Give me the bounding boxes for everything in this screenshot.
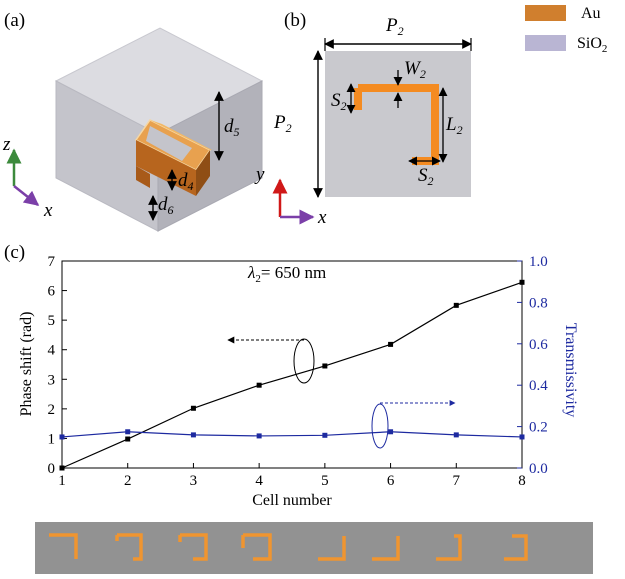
y-right-tick-label-0.8: 0.8 — [529, 295, 548, 311]
x-tick-label-2: 2 — [124, 473, 132, 489]
transmissivity-ellipse — [371, 403, 389, 449]
series-left-point-5 — [322, 363, 328, 369]
y-right-axis-title: Transmissivity — [562, 323, 579, 418]
panel-a: (a) d5 d4 d6 z x — [2, 10, 264, 232]
y-left-tick-label-5: 5 — [48, 313, 56, 329]
series-right-point-6 — [388, 429, 394, 435]
series-right-point-4 — [256, 433, 262, 439]
p2-top-label: P2 — [385, 15, 404, 38]
y-right-tick-label-0.4: 0.4 — [529, 378, 548, 394]
series-right-line — [61, 431, 523, 438]
cell-3-resonator — [178, 533, 208, 561]
legend-swatch-sio2 — [525, 35, 566, 51]
series-right-point-7 — [453, 432, 459, 438]
series-right-point-3 — [190, 432, 196, 438]
y-left-tick-label-1: 1 — [48, 431, 56, 447]
x-axis-arrow — [13, 185, 40, 206]
x-axis-label: x — [43, 200, 53, 221]
y-left-tick-label-0: 0 — [48, 461, 56, 477]
y-left-tick-label-7: 7 — [48, 254, 56, 270]
panel-c-label: (c) — [4, 242, 25, 263]
panel-b: (b) P2 P2 W2 S2 L2 S2 y x — [254, 10, 472, 228]
x-tick-label-7: 7 — [453, 473, 461, 489]
panel-b-label: (b) — [284, 10, 306, 31]
series-right-point-2 — [125, 429, 131, 435]
series-left-point-1 — [59, 465, 65, 471]
resonator-strip — [35, 522, 593, 574]
y-left-tick-label-6: 6 — [48, 284, 56, 300]
phase-ellipse — [293, 338, 315, 384]
z-axis-label: z — [2, 134, 11, 155]
series-left-point-8 — [519, 279, 525, 285]
y-right-tick-label-0.6: 0.6 — [529, 337, 548, 353]
gold-resonator — [134, 119, 212, 196]
series-right-point-8 — [519, 434, 525, 440]
legend-label-au: Au — [581, 5, 601, 22]
strip-background — [35, 522, 593, 574]
x-tick-label-8: 8 — [518, 473, 526, 489]
x-axis-title: Cell number — [252, 492, 332, 509]
cell-5-resonator — [318, 536, 346, 561]
legend-label-sio2: SiO2 — [577, 35, 607, 55]
series-left-point-4 — [256, 382, 262, 388]
y-left-tick-label-3: 3 — [48, 372, 56, 388]
y-left-tick-label-2: 2 — [48, 402, 56, 418]
panel-a-label: (a) — [4, 10, 25, 31]
x-tick-label-4: 4 — [255, 473, 263, 489]
cell-6-resonator — [372, 536, 400, 561]
series-left-line — [61, 281, 523, 469]
plot-frame — [61, 260, 523, 469]
material-legend: Au SiO2 — [525, 5, 607, 55]
wavelength-annotation: λ2= 650 nm — [247, 263, 326, 285]
x-tick-label-1: 1 — [58, 473, 66, 489]
cell-8-resonator — [504, 534, 528, 561]
cell-7-resonator — [436, 534, 462, 561]
series-left-point-7 — [453, 302, 459, 308]
p2-left-label: P2 — [273, 112, 292, 135]
x-tick-label-6: 6 — [387, 473, 395, 489]
series-left-point-2 — [125, 436, 131, 442]
y-axis-label: y — [254, 164, 265, 185]
x-tick-label-3: 3 — [190, 473, 198, 489]
series-right-point-1 — [59, 434, 65, 440]
series-left-point-3 — [190, 405, 196, 411]
y-left-axis-title: Phase shift (rad) — [18, 312, 35, 417]
series-right-point-5 — [322, 432, 328, 438]
cell-1-resonator — [49, 533, 78, 559]
cell-4-resonator — [241, 533, 272, 561]
legend-swatch-au — [525, 5, 566, 21]
y-right-tick-label-0.0: 0.0 — [529, 461, 548, 477]
x-tick-label-5: 5 — [321, 473, 329, 489]
x-axis-label-b: x — [317, 207, 327, 228]
y-right-tick-label-1.0: 1.0 — [529, 254, 548, 270]
cell-2-resonator — [115, 533, 143, 561]
y-left-tick-label-4: 4 — [48, 343, 56, 359]
y-right-tick-label-0.2: 0.2 — [529, 420, 548, 436]
series-left-point-6 — [388, 341, 394, 347]
